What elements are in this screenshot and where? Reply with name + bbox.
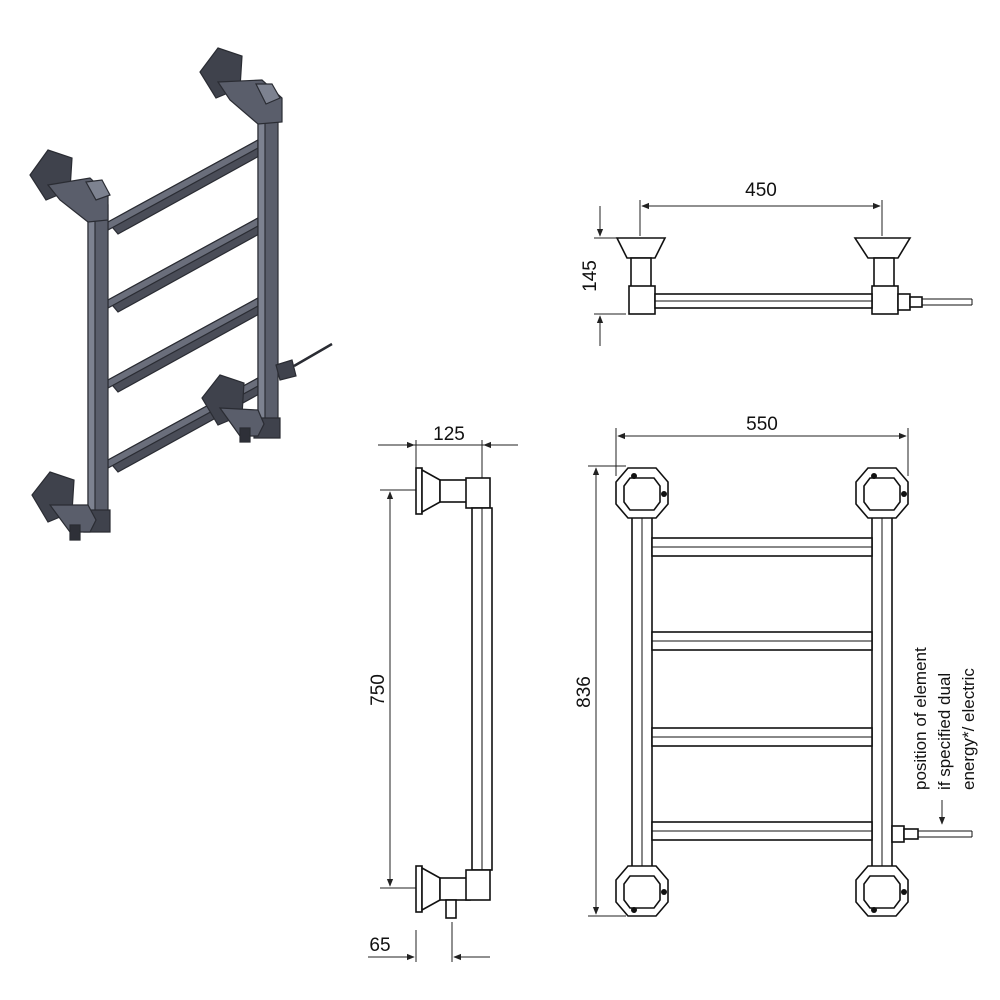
note-line-3: energy*/ electric — [959, 668, 978, 790]
isometric-view — [29, 47, 333, 541]
note-line-2: if specified dual — [935, 673, 954, 790]
front-bracket-bottom-right — [855, 865, 909, 917]
iso-bottom-left-bracket — [31, 471, 97, 541]
dim-top-width: 450 — [745, 180, 777, 201]
front-bracket-top-right — [855, 467, 909, 519]
dim-side-height: 750 — [368, 674, 389, 706]
iso-top-right-bracket — [199, 47, 283, 125]
dim-top-depth: 145 — [580, 260, 601, 292]
front-rails — [651, 537, 873, 841]
dim-front-height: 836 — [574, 676, 595, 708]
iso-heating-element — [275, 342, 333, 381]
front-heating-element — [891, 800, 973, 843]
front-view: 550 836 — [574, 414, 978, 917]
side-view: 125 750 65 — [368, 424, 518, 962]
top-view: 450 145 — [580, 180, 973, 346]
dim-side-depth: 125 — [433, 424, 465, 445]
front-bracket-top-left — [615, 467, 669, 519]
dim-front-width: 550 — [746, 414, 778, 435]
front-bracket-bottom-left — [615, 865, 669, 917]
note-line-1: position of element — [911, 647, 930, 790]
element-position-note: position of element if specified dual en… — [911, 647, 978, 790]
iso-bottom-right-bracket — [201, 374, 265, 443]
iso-left-upright — [83, 204, 111, 533]
dim-side-offset: 65 — [369, 935, 390, 956]
iso-right-upright — [253, 107, 281, 439]
iso-top-left-bracket — [29, 149, 111, 223]
